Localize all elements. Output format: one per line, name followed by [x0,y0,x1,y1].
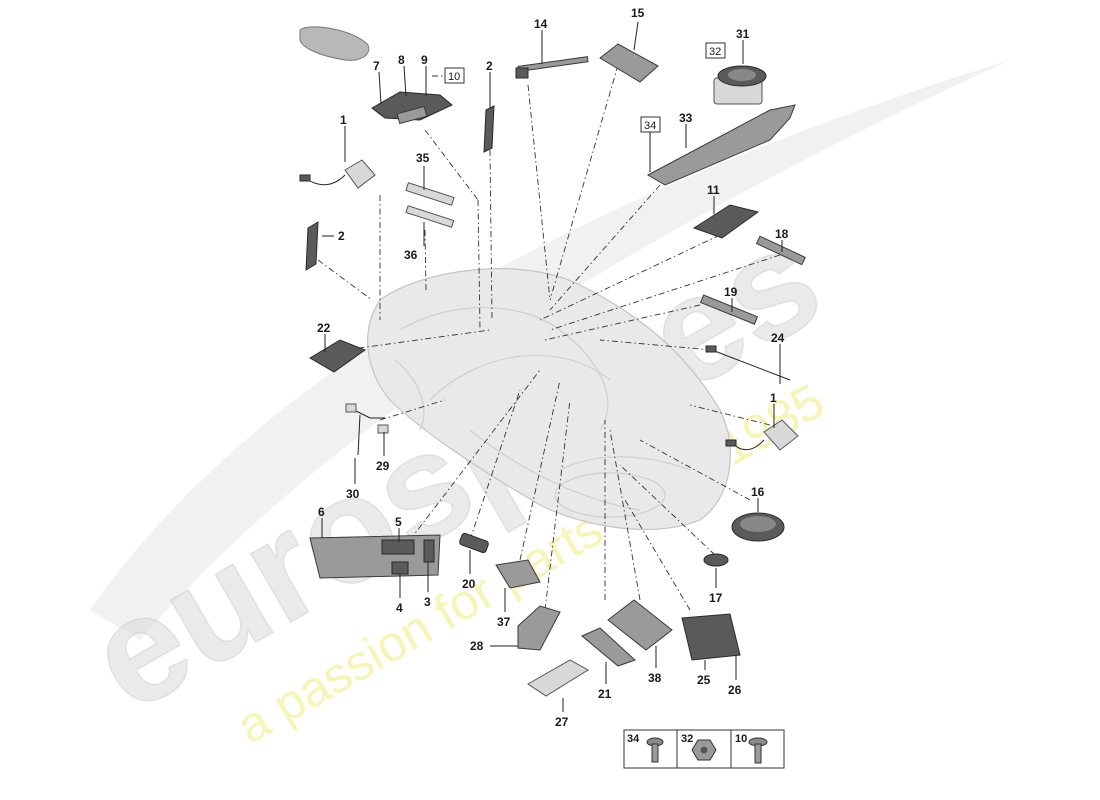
callout-2-upper: 2 [486,59,493,73]
callout-7: 7 [373,59,380,73]
boxed-callout-34: 34 [644,120,656,132]
part-21 [581,627,636,667]
callout-30: 30 [346,487,360,501]
part-25-26-module [681,613,741,661]
legend-label-32: 32 [681,733,693,745]
callout-17: 17 [709,591,723,605]
callout-14: 14 [534,17,548,31]
part-19 [700,294,759,325]
callout-25: 25 [697,673,711,687]
part-11 [692,204,760,239]
callout-5: 5 [395,515,402,529]
callout-1-lower: 1 [770,391,777,405]
part-17-plug [703,553,729,567]
legend-label-34: 34 [627,733,640,745]
part-31-speaker [713,65,767,105]
callout-9: 9 [421,53,428,67]
callout-33: 33 [679,111,693,125]
callout-31: 31 [736,27,750,41]
part-16-cover [731,512,785,542]
connector-lines [317,64,781,611]
callout-2-lower: 2 [338,229,345,243]
callout-11: 11 [707,183,720,197]
callout-1-upper: 1 [340,113,347,127]
part-35 [405,182,455,206]
part-24-wire [705,345,791,381]
callout-27: 27 [555,715,569,729]
part-6-console [309,534,441,579]
callout-35: 35 [416,151,430,165]
callout-20: 20 [462,577,476,591]
callout-24: 24 [771,331,785,345]
part-33-bracket [646,104,796,186]
boxed-callout-32: 32 [709,46,721,58]
boxed-callouts: 10 32 34 [432,42,726,133]
nut-icon [691,739,717,761]
part-antenna-right [725,419,799,451]
watermark-swoosh [90,60,1010,640]
part-37 [495,559,541,589]
part-28 [517,605,561,651]
car-body [367,268,731,531]
part-38 [607,599,673,651]
callout-37: 37 [497,615,511,629]
part-27 [527,659,589,697]
callout-36: 36 [404,248,418,262]
part-2-lower [305,221,319,271]
screw-icon [646,737,664,763]
callout-numbers: 7 8 9 2 1 14 15 31 33 11 35 36 2 18 19 2… [317,6,789,729]
callout-8: 8 [398,53,405,67]
bolt-icon [748,737,768,764]
callout-29: 29 [376,459,390,473]
part-36 [405,205,455,228]
callout-18: 18 [775,227,789,241]
callout-16: 16 [751,485,765,499]
part-14 [515,56,589,79]
part-29-30-harness [345,403,389,456]
part-antenna-left [299,159,376,189]
part-roof-cover [299,26,370,61]
callout-15: 15 [631,6,645,20]
part-20 [459,532,489,554]
callout-6: 6 [318,505,325,519]
part-15 [599,43,659,83]
part-22 [309,339,367,373]
fastener-legend: 34 32 10 [623,729,785,769]
part-2-upper [483,105,495,153]
leader-lines [321,21,783,712]
callout-22: 22 [317,321,331,335]
legend-label-10: 10 [735,733,747,745]
boxed-callout-10: 10 [448,71,460,83]
callout-21: 21 [598,687,612,701]
callout-19: 19 [724,285,738,299]
callout-26: 26 [728,683,742,697]
part-18 [755,235,806,266]
callout-3: 3 [424,595,431,609]
callout-38: 38 [648,671,662,685]
part-overhead-console [371,91,453,125]
callout-4: 4 [396,601,403,615]
callout-28: 28 [470,639,484,653]
